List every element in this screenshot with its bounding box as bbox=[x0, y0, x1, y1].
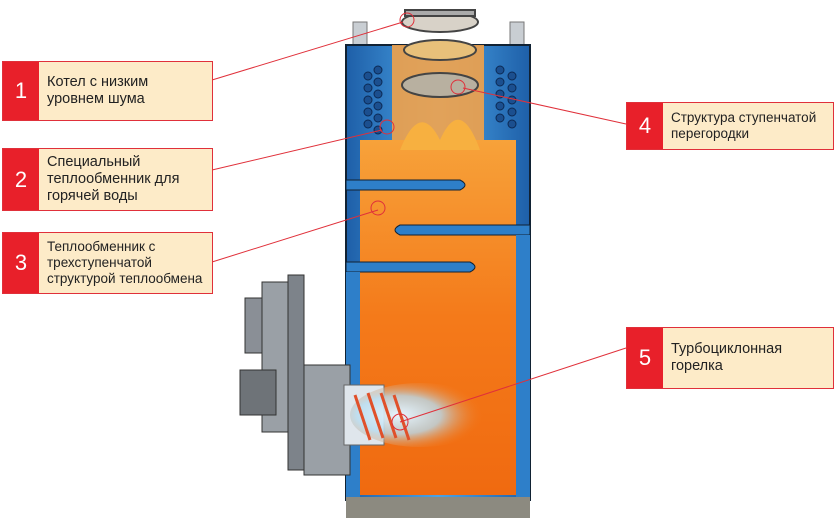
callout-text: трехступенчатой bbox=[47, 255, 152, 270]
callout-text: Структура ступенчатой bbox=[671, 110, 817, 125]
callout-text: перегородки bbox=[671, 126, 750, 141]
callout-number: 4 bbox=[627, 103, 663, 149]
callout-text: теплообменник для bbox=[47, 171, 180, 187]
callout-number: 2 bbox=[3, 149, 39, 210]
callout-number: 5 bbox=[627, 328, 663, 388]
callout-text: структурой теплообмена bbox=[47, 271, 203, 286]
callout-text: Котел с низким bbox=[47, 74, 149, 90]
callout-number: 3 bbox=[3, 233, 39, 293]
turbo-cyclone-burner bbox=[239, 274, 490, 476]
callout-text: горелка bbox=[671, 358, 723, 374]
boiler-base bbox=[346, 497, 530, 518]
callout-text: Теплообменник с bbox=[47, 239, 156, 254]
callout-text: Турбоциклонная bbox=[671, 341, 783, 357]
callout-text: Специальный bbox=[47, 154, 141, 170]
callout-number: 1 bbox=[3, 62, 39, 120]
callout-text: горячей воды bbox=[47, 188, 138, 204]
callout-text: уровнем шума bbox=[47, 91, 145, 107]
leader-lines bbox=[211, 12, 627, 431]
staged-baffle-rings bbox=[401, 9, 479, 98]
